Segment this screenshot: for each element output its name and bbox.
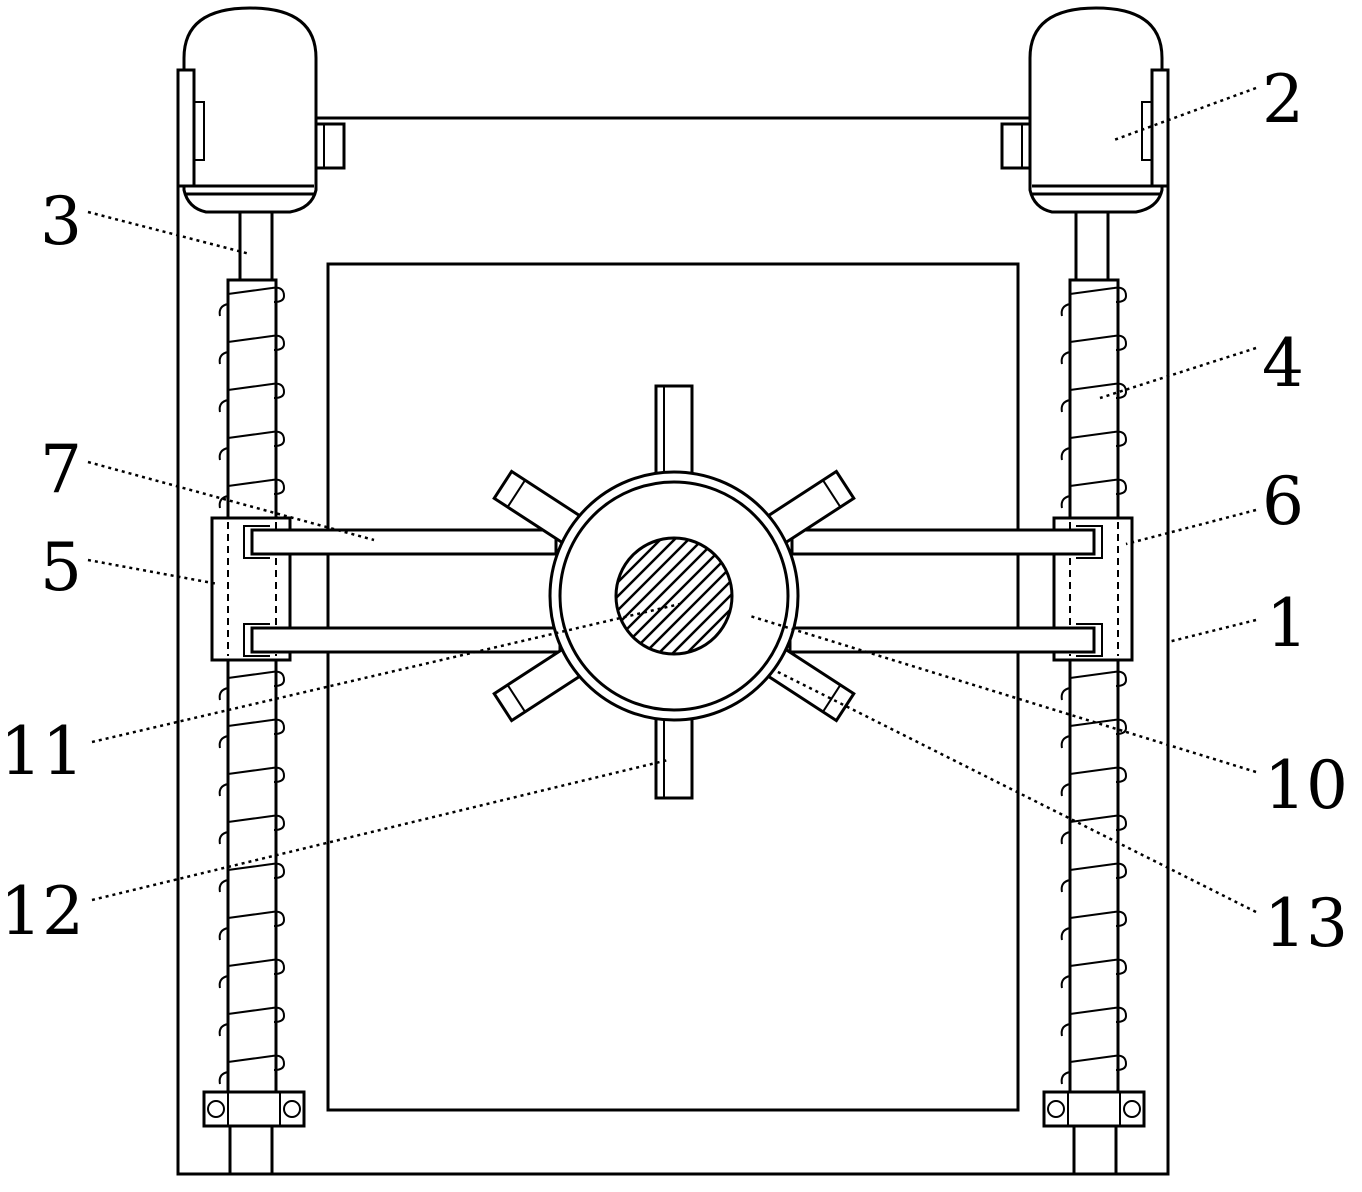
hatch-line <box>663 538 732 654</box>
left-screw-shaft <box>218 210 286 1176</box>
hatch-line <box>635 538 732 654</box>
callout-7: 7 <box>40 431 82 508</box>
callout-3: 3 <box>40 183 82 260</box>
hatch-line <box>616 538 699 654</box>
leader-lines <box>87 86 1257 914</box>
connecting-rods <box>243 525 1103 657</box>
outer-frame <box>176 116 1170 1176</box>
blade-bottom <box>654 704 694 800</box>
callout-2: 2 <box>1262 61 1304 138</box>
callout-1: 1 <box>1266 585 1308 662</box>
right-motor <box>1000 6 1170 214</box>
blade-top <box>654 384 694 480</box>
inner-panel <box>326 262 1020 1112</box>
right-screw-shaft <box>1060 210 1128 1176</box>
hatch-line <box>649 538 732 654</box>
hatch-line <box>616 538 713 654</box>
callout-4: 4 <box>1262 325 1304 402</box>
callout-11: 11 <box>0 713 84 790</box>
callout-12: 12 <box>0 873 84 950</box>
callout-5: 5 <box>40 529 82 606</box>
callout-13: 13 <box>1264 885 1348 962</box>
callout-10: 10 <box>1264 747 1348 824</box>
callout-6: 6 <box>1262 463 1304 540</box>
right-bearing <box>1042 1090 1146 1128</box>
left-motor <box>176 6 346 214</box>
hatch-line <box>616 538 685 654</box>
callout-labels: 1 2 3 4 5 6 7 10 11 12 13 <box>0 61 1348 962</box>
left-bearing <box>202 1090 306 1128</box>
